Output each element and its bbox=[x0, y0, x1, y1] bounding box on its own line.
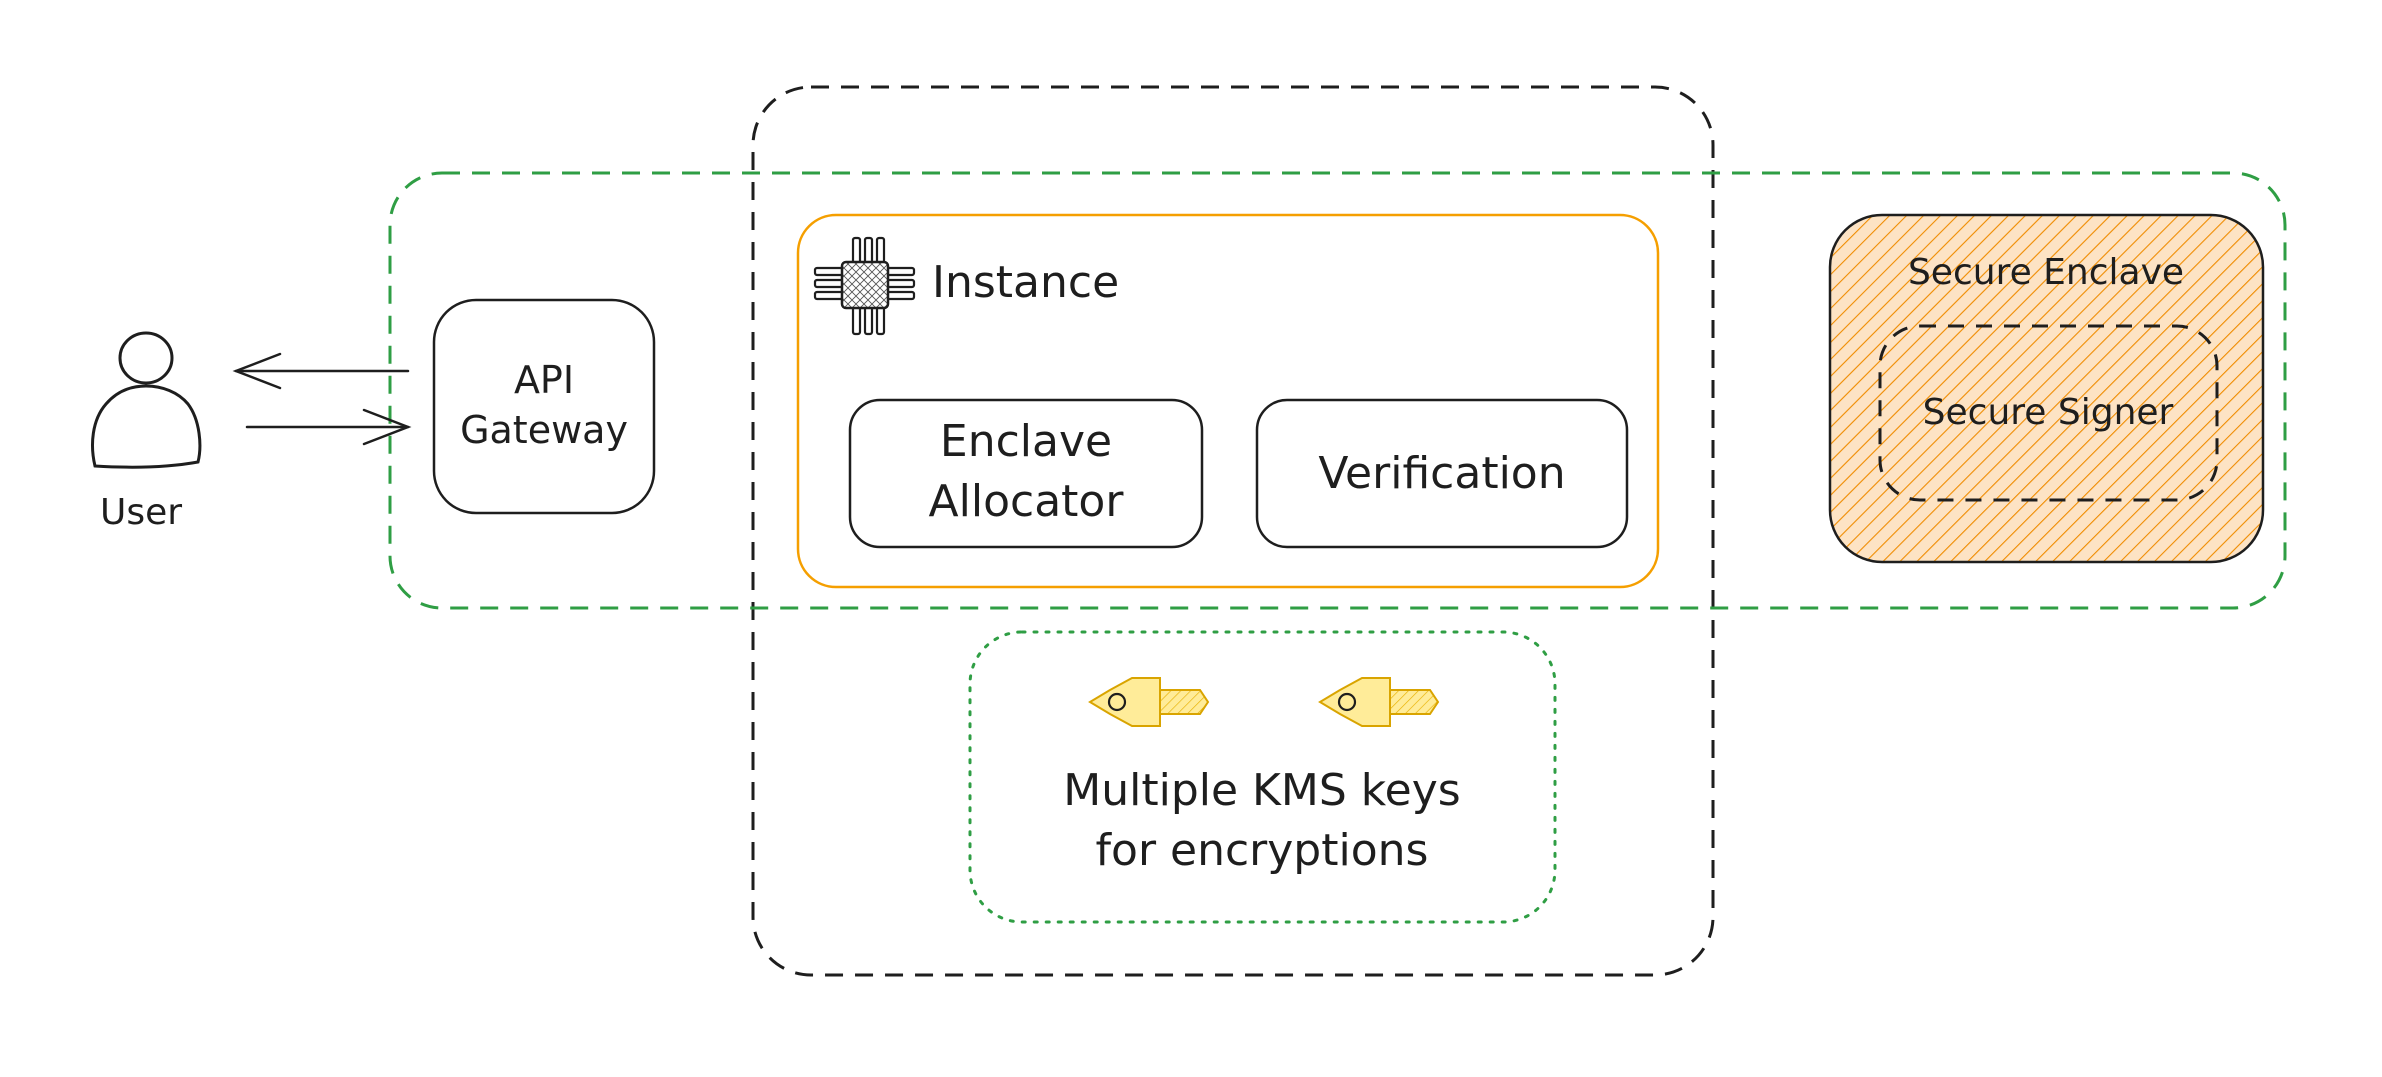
secure-enclave-title: Secure Enclave bbox=[1908, 252, 2184, 293]
instance-host-boundary bbox=[751, 85, 1715, 977]
key-icon bbox=[1088, 677, 1210, 727]
secure-enclave-box bbox=[1828, 213, 2265, 564]
instance-title: Instance bbox=[932, 257, 1119, 308]
response-arrow bbox=[232, 352, 410, 390]
instance-box bbox=[796, 213, 1660, 589]
enclave-allocator-box bbox=[848, 398, 1204, 549]
kms-label-line1: Multiple KMS keys bbox=[1063, 765, 1460, 816]
request-arrow bbox=[245, 408, 412, 446]
secure-signer-box bbox=[1878, 324, 2219, 502]
api-gateway-label-line2: Gateway bbox=[460, 408, 628, 452]
user-label: User bbox=[100, 492, 182, 533]
network-boundary bbox=[388, 171, 2287, 610]
user-icon bbox=[91, 331, 202, 469]
chip-icon bbox=[813, 236, 916, 336]
enclave-allocator-label-line1: Enclave bbox=[940, 416, 1112, 467]
kms-label-line2: for encryptions bbox=[1096, 825, 1429, 876]
verification-label: Verification bbox=[1318, 448, 1565, 499]
verification-box bbox=[1255, 398, 1629, 549]
secure-signer-label: Secure Signer bbox=[1923, 392, 2174, 433]
api-gateway-box bbox=[432, 298, 656, 515]
api-gateway-label-line1: API bbox=[514, 358, 574, 402]
enclave-allocator-label-line2: Allocator bbox=[929, 476, 1125, 527]
kms-keys-box bbox=[968, 630, 1557, 924]
key-icon bbox=[1318, 677, 1440, 727]
